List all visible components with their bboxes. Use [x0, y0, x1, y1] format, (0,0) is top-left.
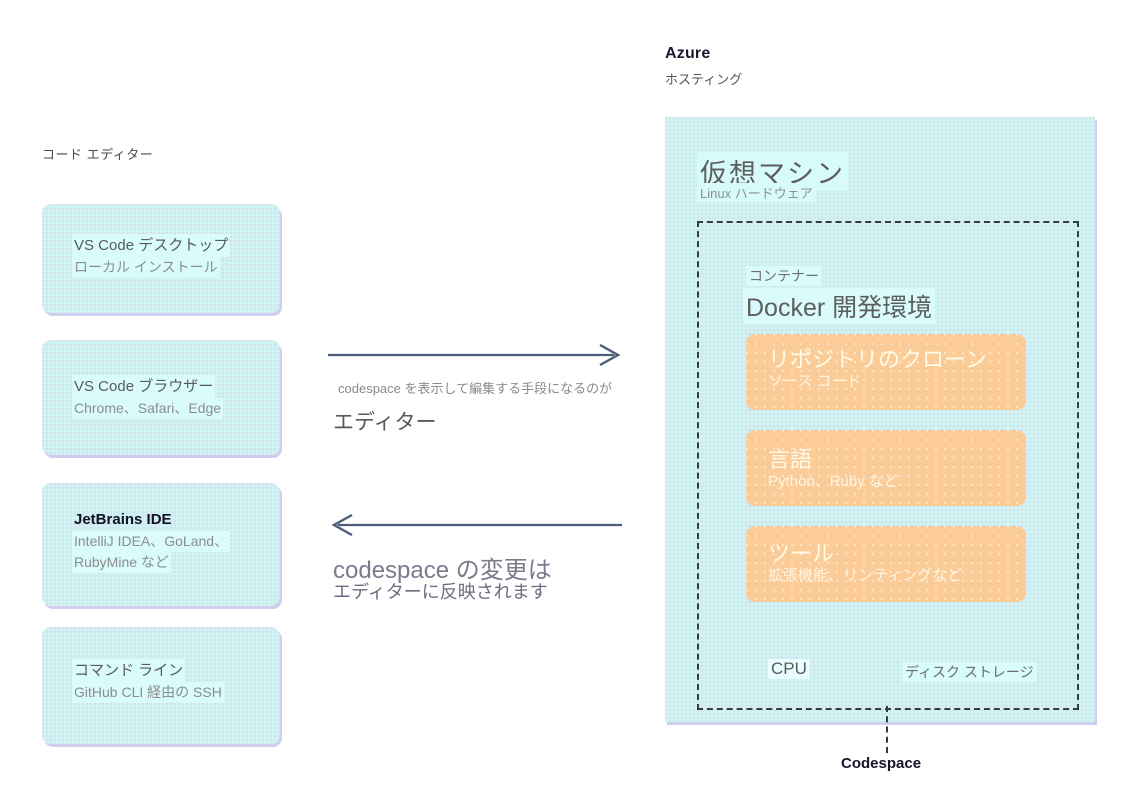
card-subtitle: Chrome、Safari、Edge	[72, 398, 224, 420]
card-subtitle: IntelliJ IDEA、GoLand、	[72, 531, 231, 553]
card-title: VS Code ブラウザー	[72, 375, 216, 399]
codespace-connector-line	[886, 706, 888, 753]
card-subtitle-2: RubyMine など	[72, 552, 171, 574]
item-title: 言語	[768, 447, 813, 472]
card-title: コマンド ライン	[72, 659, 186, 683]
left-section-title: コード エディター	[42, 147, 154, 162]
editor-card-vscode-desktop[interactable]: VS Code デスクトップ ローカル インストール	[42, 204, 280, 313]
vm-subtitle: Linux ハードウェア	[697, 183, 816, 202]
container-item-languages[interactable]: 言語 Python、Ruby など	[746, 430, 1026, 506]
arrow-forward-caption-small: codespace を表示して編集する手段になるのが	[338, 381, 613, 396]
editor-card-command-line[interactable]: コマンド ライン GitHub CLI 経由の SSH	[42, 627, 280, 744]
container-item-repo-clone[interactable]: リポジトリのクローン ソース コード	[746, 334, 1026, 410]
container-label: コンテナー	[746, 266, 822, 286]
item-subtitle: Python、Ruby など	[768, 472, 899, 490]
arrow-left-codespace-to-editor	[331, 514, 622, 537]
card-subtitle: ローカル インストール	[72, 257, 220, 279]
container-item-tools[interactable]: ツール 拡張機能、リンティングなど	[746, 526, 1026, 602]
disk-storage-label: ディスク ストレージ	[902, 662, 1037, 682]
item-title: ツール	[768, 541, 835, 566]
container-title: Docker 開発環境	[743, 288, 936, 324]
card-title: JetBrains IDE	[74, 511, 172, 528]
codespace-label: Codespace	[841, 755, 922, 772]
item-title: リポジトリのクローン	[768, 347, 987, 372]
editor-card-vscode-browser[interactable]: VS Code ブラウザー Chrome、Safari、Edge	[42, 340, 280, 455]
azure-title: Azure	[665, 45, 711, 62]
card-title: VS Code デスクトップ	[72, 234, 231, 258]
arrow-backward-caption-large: codespace の変更は	[333, 557, 552, 584]
item-subtitle: ソース コード	[768, 372, 862, 390]
azure-subtitle: ホスティング	[665, 72, 743, 87]
virtual-machine-panel[interactable]	[665, 117, 1095, 722]
item-subtitle: 拡張機能、リンティングなど	[768, 566, 963, 584]
arrow-right-editor-to-codespace	[328, 344, 621, 367]
cpu-label: CPU	[768, 659, 810, 679]
arrow-backward-caption-small: エディターに反映されます	[333, 582, 548, 602]
editor-card-jetbrains-ide[interactable]: JetBrains IDE IntelliJ IDEA、GoLand、 Ruby…	[42, 483, 280, 606]
card-subtitle: GitHub CLI 経由の SSH	[72, 682, 224, 704]
arrow-forward-caption-large: エディター	[333, 411, 437, 434]
